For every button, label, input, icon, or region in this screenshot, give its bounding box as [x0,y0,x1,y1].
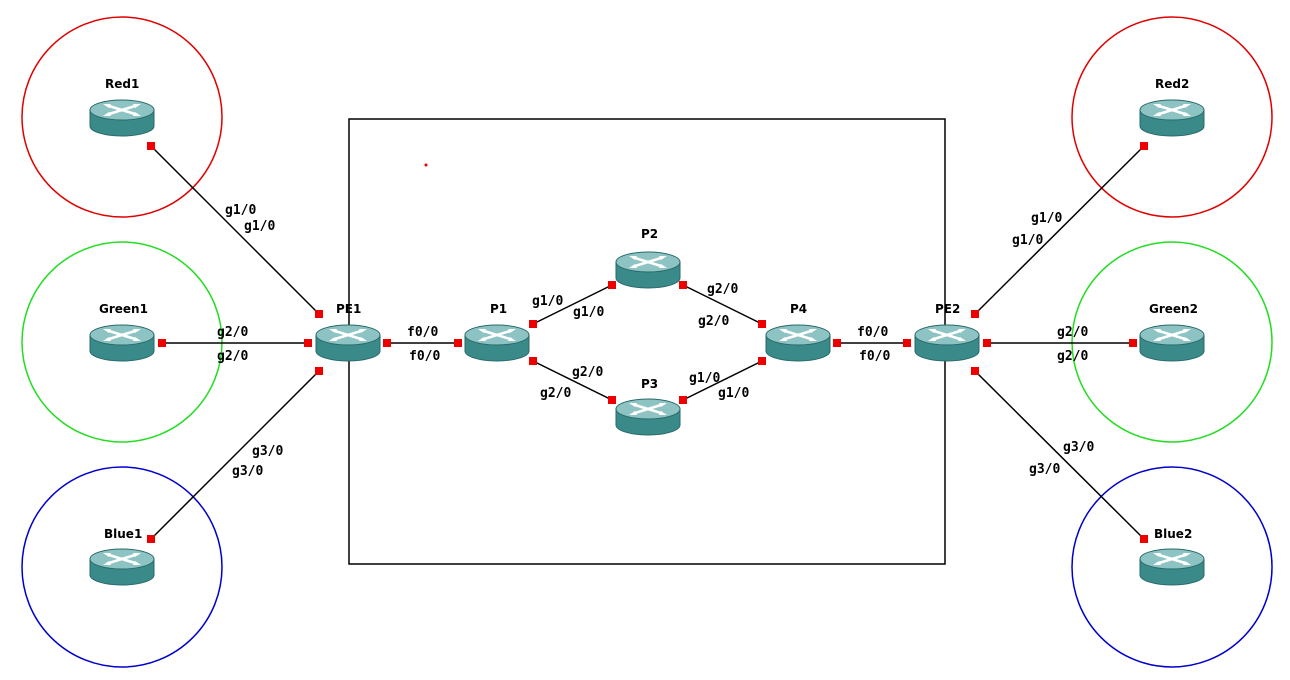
port-label-blue1-pe1: g3/0 [252,444,283,459]
router-p3[interactable] [615,397,681,437]
port-label-p2-p4: g2/0 [698,314,729,329]
link-blue1-pe1[interactable] [150,370,320,540]
link-p1-p3[interactable] [532,360,613,401]
router-red1[interactable] [89,98,155,138]
label-pe2: PE2 [935,302,960,316]
link-pe2-blue2[interactable] [974,370,1145,540]
port-label-pe1-p1: f0/0 [409,349,440,364]
link-p3-p4[interactable] [682,360,763,401]
port-label-p3-p4: g1/0 [689,371,720,386]
blue-vrf-circle-left [21,466,223,668]
label-p2: P2 [641,227,658,241]
port-label-pe2-green2: g2/0 [1057,325,1088,340]
router-p1[interactable] [464,323,530,363]
router-blue1[interactable] [89,547,155,587]
label-green2: Green2 [1149,302,1198,316]
port-label-pe2-blue2: g3/0 [1029,462,1060,477]
green-vrf-circle-right [1071,241,1273,443]
label-p1: P1 [490,302,507,316]
router-blue2[interactable] [1139,547,1205,587]
label-p3: P3 [641,377,658,391]
port-label-green1-pe1: g2/0 [217,349,248,364]
link-p2-p4[interactable] [682,284,763,325]
red-vrf-circle-right [1071,16,1273,218]
stray-dot [424,163,428,167]
link-red1-pe1[interactable] [150,145,320,315]
router-green2[interactable] [1139,323,1205,363]
router-pe2[interactable] [914,323,980,363]
port-label-pe1-p1: f0/0 [407,325,438,340]
port-label-red1-pe1: g1/0 [244,219,275,234]
port-label-red1-pe1: g1/0 [225,203,256,218]
port-markers [147,142,1148,543]
label-red1: Red1 [105,77,139,91]
link-p1-p2[interactable] [532,284,613,325]
router-pe1[interactable] [315,323,381,363]
router-green1[interactable] [89,323,155,363]
port-label-p2-p4: g2/0 [707,282,738,297]
port-label-pe2-green2: g2/0 [1057,349,1088,364]
port-label-p4-pe2: f0/0 [859,349,890,364]
router-p4[interactable] [765,323,831,363]
red-vrf-circle-left [21,16,223,218]
label-blue2: Blue2 [1154,527,1192,541]
port-label-blue1-pe1: g3/0 [232,464,263,479]
port-label-pe2-blue2: g3/0 [1063,440,1094,455]
port-label-pe2-red2: g1/0 [1031,211,1062,226]
router-p2[interactable] [615,250,681,290]
label-p4: P4 [790,302,807,316]
port-label-p1-p2: g1/0 [532,294,563,309]
label-pe1: PE1 [336,302,361,316]
label-red2: Red2 [1155,77,1189,91]
green-vrf-circle-left [21,241,223,443]
port-label-pe2-red2: g1/0 [1012,233,1043,248]
router-red2[interactable] [1139,98,1205,138]
port-label-p1-p3: g2/0 [572,365,603,380]
provider-core-boundary [348,118,946,565]
link-pe2-red2[interactable] [974,145,1145,315]
port-label-p1-p2: g1/0 [573,305,604,320]
label-blue1: Blue1 [104,527,142,541]
port-label-green1-pe1: g2/0 [217,325,248,340]
port-label-p3-p4: g1/0 [718,386,749,401]
port-label-p1-p3: g2/0 [540,386,571,401]
label-green1: Green1 [99,302,148,316]
port-label-p4-pe2: f0/0 [857,325,888,340]
blue-vrf-circle-right [1071,466,1273,668]
